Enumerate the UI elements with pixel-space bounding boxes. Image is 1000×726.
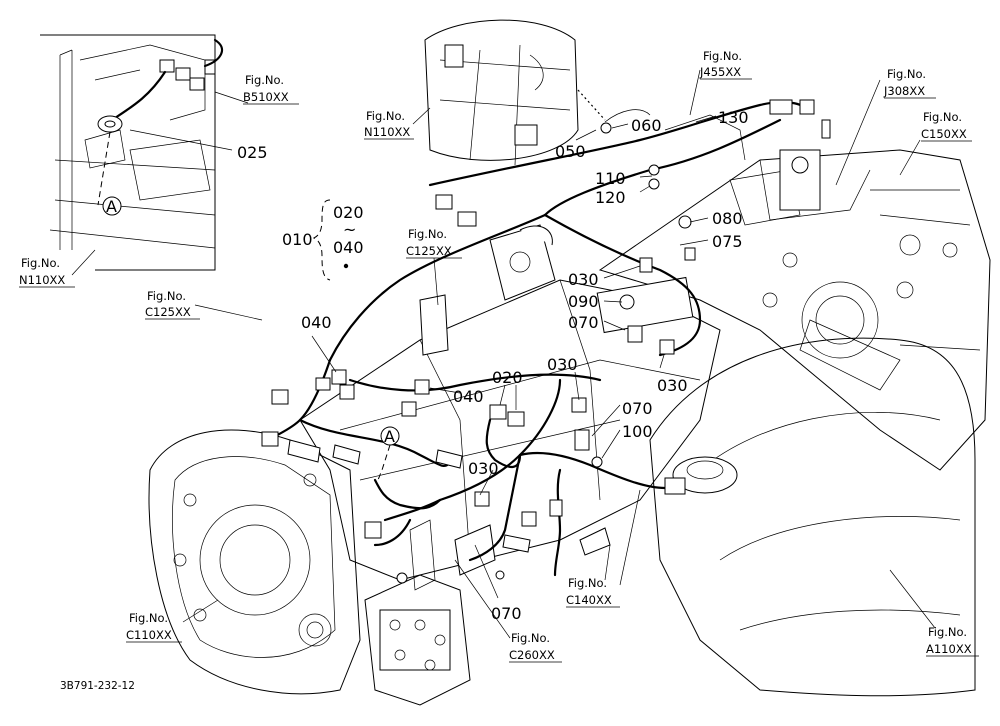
callout-040-a: 040 [301,313,332,332]
callout-070-b: 070 [622,399,653,418]
fig-ref-n110-left: Fig.No. N110XX [19,256,75,288]
callout-060: 060 [631,116,662,135]
callout-020-range: 020 [333,203,364,222]
callout-110: 110 [595,169,626,188]
callout-130: 130 [718,108,749,127]
fig-ref-c260: Fig.No. C260XX [509,631,562,663]
marker-a-circle-1 [102,196,122,216]
figure-references: Fig.No. B510XX Fig.No. N110XX Fig.No. N1… [19,49,979,663]
inset-connector-2 [175,67,191,81]
svg-text:Fig.No.: Fig.No. [511,631,550,645]
svg-text:Fig.No.: Fig.No. [928,625,967,639]
svg-text:Fig.No.: Fig.No. [245,73,284,87]
svg-text:B510XX: B510XX [243,90,289,104]
callout-050: 050 [555,142,586,161]
svg-text:Fig.No.: Fig.No. [147,289,186,303]
svg-text:Fig.No.: Fig.No. [887,67,926,81]
fig-ref-c125-mid: Fig.No. C125XX [406,227,462,259]
callout-010: 010 [282,230,313,249]
svg-text:Fig.No.: Fig.No. [408,227,447,241]
range-bracket [312,199,349,281]
sensors [287,119,831,584]
inset-connector-3 [189,77,205,91]
marker-a-1: A [106,197,117,216]
inset-connector-1 [159,59,175,73]
svg-text:C150XX: C150XX [921,127,967,141]
leader-lines [71,69,936,639]
svg-text:Fig.No.: Fig.No. [129,611,168,625]
callout-120: 120 [595,188,626,207]
svg-text:J308XX: J308XX [883,84,925,98]
callout-025: 025 [237,143,268,162]
connector-130 [769,99,793,115]
fuel-tank [649,319,976,697]
sensor-c140 [579,527,611,556]
callout-tilde: ~ [343,220,356,239]
svg-text:Fig.No.: Fig.No. [21,256,60,270]
callout-030-c: 030 [547,355,578,374]
callout-100: 100 [622,422,653,441]
fig-ref-n110-top: Fig.No. N110XX [364,109,414,140]
fig-ref-c150: Fig.No. C150XX [921,110,972,142]
inset-cabin-floor [40,34,224,271]
svg-text:Fig.No.: Fig.No. [923,110,962,124]
svg-text:A110XX: A110XX [926,642,972,656]
svg-text:Fig.No.: Fig.No. [366,109,405,123]
reference-markers: A A [106,197,395,446]
transmission-housing-rear [598,149,991,471]
callout-070-a: 070 [568,313,599,332]
harness-connectors [261,99,815,539]
svg-text:C140XX: C140XX [566,593,612,607]
transmission-case-center [299,224,721,581]
clutch-housing [148,429,361,695]
svg-text:J455XX: J455XX [699,65,741,79]
svg-text:C125XX: C125XX [145,305,191,319]
marker-a-2: A [384,427,395,446]
wiring-harness [268,101,812,577]
fig-ref-b510: Fig.No. B510XX [243,73,299,105]
fig-ref-j455: Fig.No. J455XX [699,49,752,80]
callout-075: 075 [712,232,743,251]
svg-text:C260XX: C260XX [509,648,555,662]
callout-080: 080 [712,209,743,228]
svg-text:C125XX: C125XX [406,244,452,258]
callout-020-b: 020 [492,368,523,387]
fig-ref-c125-left: Fig.No. C125XX [145,289,200,320]
callout-numbers: 025 050 060 130 110 120 080 075 010 020 … [237,108,749,623]
callout-040-b: 040 [453,387,484,406]
inset-upper-frame [424,19,606,166]
svg-text:Fig.No.: Fig.No. [568,576,607,590]
drawing-number: 3B791-232-12 [60,680,135,692]
callout-090: 090 [568,292,599,311]
connector-upper-left [435,194,453,210]
callout-040-range: 040 [333,238,364,257]
svg-text:C110XX: C110XX [126,628,172,642]
svg-text:N110XX: N110XX [364,125,410,139]
callout-070-c: 070 [491,604,522,623]
svg-text:Fig.No.: Fig.No. [703,49,742,63]
fig-ref-a110: Fig.No. A110XX [926,625,979,657]
callout-030-d: 030 [468,459,499,478]
fig-ref-c110: Fig.No. C110XX [126,611,182,643]
fig-ref-c140: Fig.No. C140XX [566,576,620,608]
callout-030-a: 030 [568,270,599,289]
hydraulic-valve-block [364,519,496,706]
svg-text:N110XX: N110XX [19,273,65,287]
callout-030-b: 030 [657,376,688,395]
fig-ref-j308: Fig.No. J308XX [883,67,936,99]
